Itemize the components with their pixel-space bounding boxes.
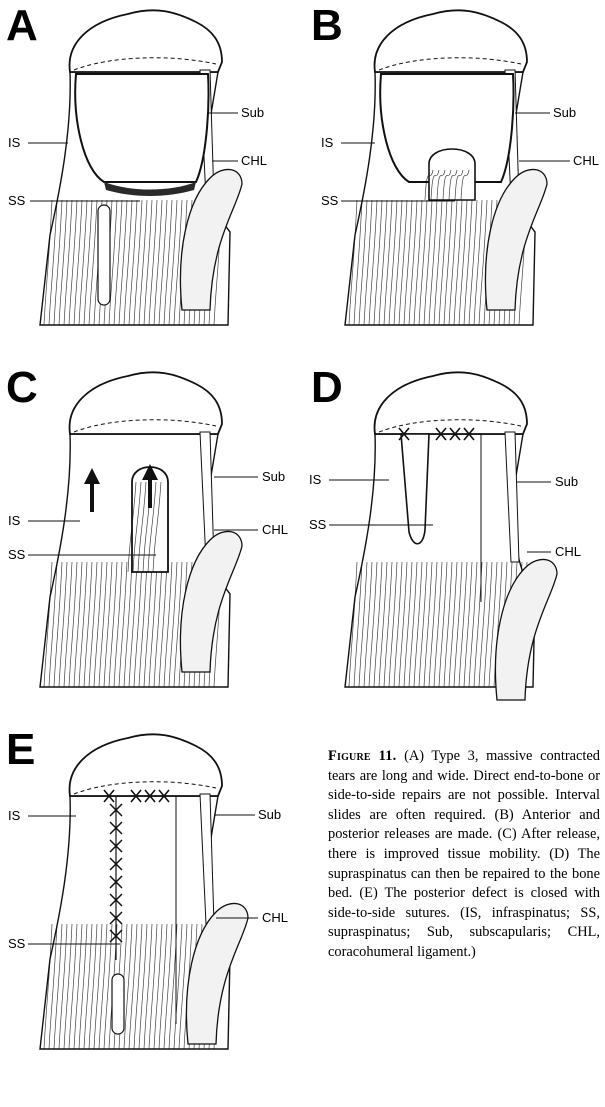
panel-b: B IS SS Sub CHL (305, 0, 605, 360)
illustration-a (0, 0, 300, 360)
panel-c: C IS SS Sub CHL (0, 362, 300, 722)
caption-text: (A) Type 3, massive contracted tears are… (328, 748, 600, 960)
tear-defect (75, 74, 208, 182)
label-sub-c: Sub (262, 470, 285, 484)
humeral-head (375, 372, 527, 434)
label-chl-a: CHL (241, 154, 267, 168)
illustration-e (0, 724, 300, 1107)
label-chl-e: CHL (262, 911, 288, 925)
humeral-head (70, 734, 222, 796)
label-chl-b: CHL (573, 154, 599, 168)
caption-heading: Figure 11. (328, 748, 396, 764)
spine-of-scapula (112, 974, 124, 1034)
label-sub-e: Sub (258, 808, 281, 822)
humeral-head (375, 10, 527, 72)
panel-letter-b: B (311, 4, 343, 48)
label-is-d: IS (309, 473, 321, 487)
label-is-c: IS (8, 514, 20, 528)
label-ss-b: SS (321, 194, 338, 208)
panel-a: A IS SS Sub CHL (0, 0, 300, 360)
label-sub-d: Sub (555, 475, 578, 489)
label-is-a: IS (8, 136, 20, 150)
spine-of-scapula (98, 205, 110, 305)
label-ss-e: SS (8, 937, 25, 951)
panel-d: D IS SS Sub CHL (305, 362, 605, 722)
panel-e: E IS SS Sub CHL (0, 724, 300, 1084)
humeral-head (70, 10, 222, 72)
panel-letter-a: A (6, 4, 38, 48)
illustration-b (305, 0, 605, 360)
label-is-e: IS (8, 809, 20, 823)
released-supraspinatus-stump (429, 149, 475, 200)
label-chl-d: CHL (555, 545, 581, 559)
panel-letter-e: E (6, 728, 35, 772)
label-ss-c: SS (8, 548, 25, 562)
panel-letter-d: D (311, 366, 343, 410)
panel-letter-c: C (6, 366, 38, 410)
illustration-c (0, 362, 300, 722)
label-is-b: IS (321, 136, 333, 150)
label-ss-a: SS (8, 194, 25, 208)
illustration-d (305, 362, 605, 722)
label-sub-b: Sub (553, 106, 576, 120)
humeral-head (70, 372, 222, 434)
figure-caption: Figure 11. (A) Type 3, massive contracte… (328, 747, 600, 963)
label-chl-c: CHL (262, 523, 288, 537)
label-ss-d: SS (309, 518, 326, 532)
label-sub-a: Sub (241, 106, 264, 120)
